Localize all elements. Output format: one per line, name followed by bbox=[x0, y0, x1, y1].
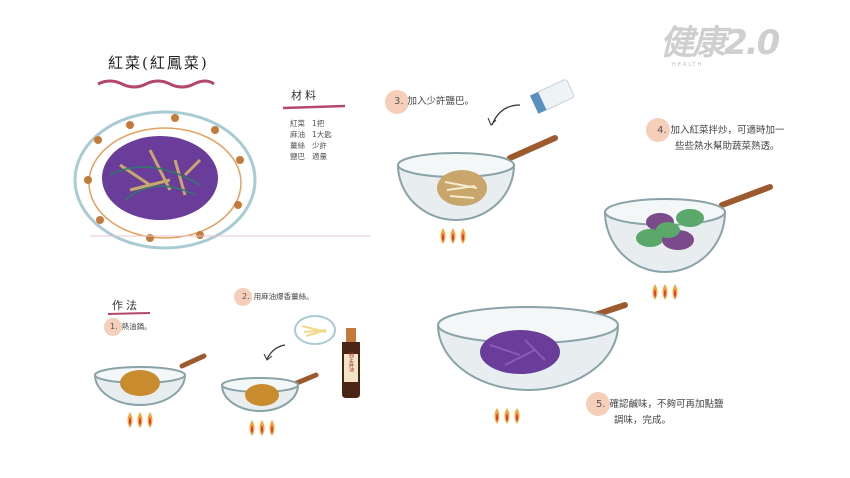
step-text: 調味，完成。 bbox=[614, 415, 672, 426]
step-text: 熱油鍋。 bbox=[121, 322, 152, 331]
ingredient-item: 薑絲少許 bbox=[290, 140, 334, 151]
step-3: 3.加入少許鹽巴。 bbox=[394, 94, 474, 110]
ingredient-name: 薑絲 bbox=[290, 141, 305, 150]
step-text: 確認鹹味，不夠可再加點鹽 bbox=[609, 399, 724, 410]
plate-illustration bbox=[73, 110, 257, 250]
step-5: 5.確認鹹味，不夠可再加點鹽調味，完成。 bbox=[596, 397, 724, 429]
ingredient-qty: 1大匙 bbox=[312, 130, 332, 139]
step-marker bbox=[234, 288, 252, 306]
step-text: 加入紅菜拌炒，可適時加一 bbox=[670, 125, 785, 136]
ingredient-name: 麻油 bbox=[290, 130, 305, 139]
step-number: 2. bbox=[242, 292, 250, 301]
step-number: 5. bbox=[596, 399, 606, 410]
title-underline bbox=[97, 79, 215, 89]
recipe-title: 紅菜(紅鳳菜) bbox=[108, 54, 209, 72]
ingredient-item: 紅菜 1把 bbox=[290, 118, 334, 129]
step-text: 用麻油爆香薑絲。 bbox=[253, 292, 314, 301]
ingredients-heading: 材料 bbox=[291, 89, 319, 102]
ingredient-qty: 1把 bbox=[312, 119, 325, 128]
step-number: 4. bbox=[657, 125, 667, 136]
ingredient-name: 紅菜 bbox=[290, 119, 305, 128]
brand-logo-sub: HEALTH bbox=[672, 62, 704, 68]
step-marker bbox=[646, 118, 670, 142]
wok-step-2 bbox=[220, 344, 319, 436]
step-2: 2.用麻油爆香薑絲。 bbox=[242, 289, 314, 305]
step-marker bbox=[104, 318, 122, 336]
wok-step-4 bbox=[603, 184, 773, 300]
ingredient-item: 麻油 1大匙 bbox=[290, 129, 334, 140]
ingredient-qty: 少許 bbox=[312, 141, 327, 150]
ginger-plate bbox=[294, 315, 336, 345]
step-marker bbox=[385, 90, 409, 114]
salt-shaker bbox=[529, 79, 575, 114]
ingredient-qty: 適量 bbox=[312, 152, 327, 161]
wok-step-3 bbox=[396, 104, 558, 244]
ingredients-underline bbox=[282, 104, 346, 110]
method-underline bbox=[107, 312, 151, 315]
brand-logo: 健康2.0 bbox=[660, 23, 780, 63]
wok-step-1 bbox=[93, 353, 207, 428]
method-heading: 作法 bbox=[112, 299, 140, 312]
step-text: 些些熱水幫助蔬菜熟透。 bbox=[675, 141, 780, 152]
ingredient-name: 鹽巴 bbox=[290, 152, 305, 161]
step-number: 1. bbox=[110, 322, 118, 331]
ingredient-item: 鹽巴適量 bbox=[290, 151, 334, 162]
step-1: 1.熱油鍋。 bbox=[110, 319, 152, 335]
step-text: 加入少許鹽巴。 bbox=[407, 96, 475, 107]
step-marker bbox=[586, 392, 610, 416]
step-number: 3. bbox=[394, 96, 404, 107]
step-4: 4.加入紅菜拌炒，可適時加一些些熱水幫助蔬菜熟透。 bbox=[657, 123, 785, 155]
wok-step-5 bbox=[436, 302, 628, 424]
bottle-label: 純正麻油 bbox=[348, 351, 354, 373]
sesame-oil-bottle: 純正麻油 bbox=[342, 328, 360, 398]
ingredients-list: 紅菜 1把 麻油 1大匙 薑絲少許 鹽巴適量 bbox=[290, 118, 334, 162]
